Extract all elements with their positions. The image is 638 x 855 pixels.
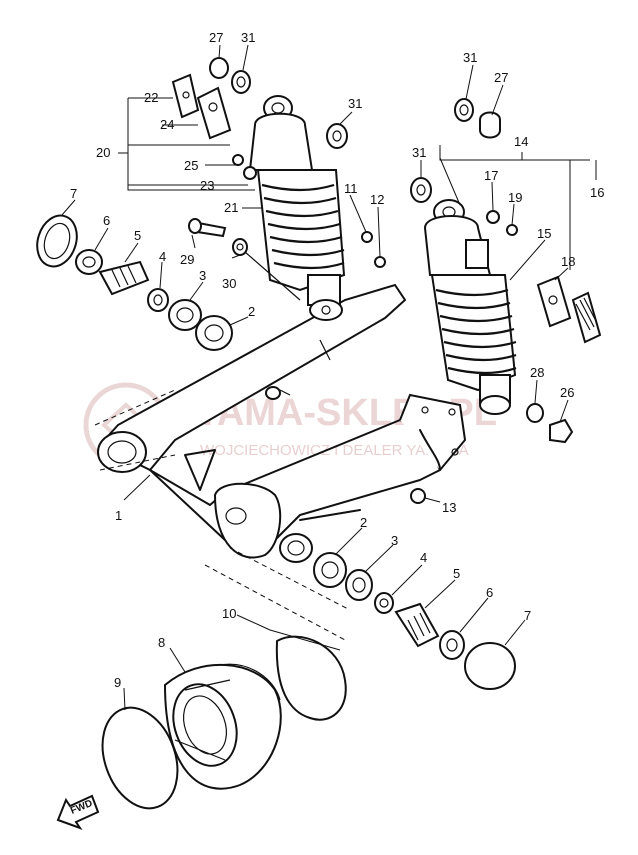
callout-8: 8 <box>158 635 165 650</box>
callout-31-b: 31 <box>348 96 362 111</box>
callout-31-c: 31 <box>463 50 477 65</box>
callout-23: 23 <box>200 178 214 193</box>
callout-5-right: 5 <box>453 566 460 581</box>
callout-31-a: 31 <box>241 30 255 45</box>
callout-31-d: 31 <box>412 145 426 160</box>
callout-2-right: 2 <box>360 515 367 530</box>
callout-3-right: 3 <box>391 533 398 548</box>
callout-24: 24 <box>160 117 174 132</box>
callout-1: 1 <box>115 508 122 523</box>
watermark-dealer: WOJCIECHOWICZ I DEALER YAMAHA <box>200 442 469 459</box>
callout-9: 9 <box>114 675 121 690</box>
callout-22: 22 <box>144 90 158 105</box>
left-pivot-parts <box>36 214 301 351</box>
callout-15: 15 <box>537 226 551 241</box>
callout-7-right: 7 <box>524 608 531 623</box>
callout-20: 20 <box>96 145 110 160</box>
callout-25: 25 <box>184 158 198 173</box>
callout-30: 30 <box>222 276 236 291</box>
callout-2-left: 2 <box>248 304 255 319</box>
boot-and-gaskets <box>101 547 351 810</box>
callout-14: 14 <box>514 134 528 149</box>
forward-direction-marker: FWD <box>56 794 100 830</box>
callout-16: 16 <box>590 185 604 200</box>
forward-arrow-icon <box>56 794 100 830</box>
callout-28: 28 <box>530 365 544 380</box>
right-shock-absorber <box>423 199 517 415</box>
callout-7-left: 7 <box>70 186 77 201</box>
callout-6-left: 6 <box>103 213 110 228</box>
left-shock-absorber <box>248 95 346 321</box>
callout-27-left: 27 <box>209 30 223 45</box>
callout-3-left: 3 <box>199 268 206 283</box>
callout-10: 10 <box>222 606 236 621</box>
callout-26: 26 <box>560 385 574 400</box>
callout-12: 12 <box>370 192 384 207</box>
callout-13: 13 <box>442 500 456 515</box>
swing-arm <box>94 283 467 563</box>
callout-21: 21 <box>224 200 238 215</box>
callout-29: 29 <box>180 252 194 267</box>
callout-27-right: 27 <box>494 70 508 85</box>
callout-4-left: 4 <box>159 249 166 264</box>
callout-19: 19 <box>508 190 522 205</box>
right-pivot-parts <box>313 552 516 690</box>
callout-4-right: 4 <box>420 550 427 565</box>
callout-5-left: 5 <box>134 228 141 243</box>
callout-6-right: 6 <box>486 585 493 600</box>
callout-17: 17 <box>484 168 498 183</box>
callout-18: 18 <box>561 254 575 269</box>
leader-lines <box>61 44 597 711</box>
callout-11: 11 <box>344 181 358 196</box>
callout-labels: 1 2 2 3 3 4 4 5 5 6 6 7 7 8 9 10 11 12 1… <box>70 30 604 690</box>
